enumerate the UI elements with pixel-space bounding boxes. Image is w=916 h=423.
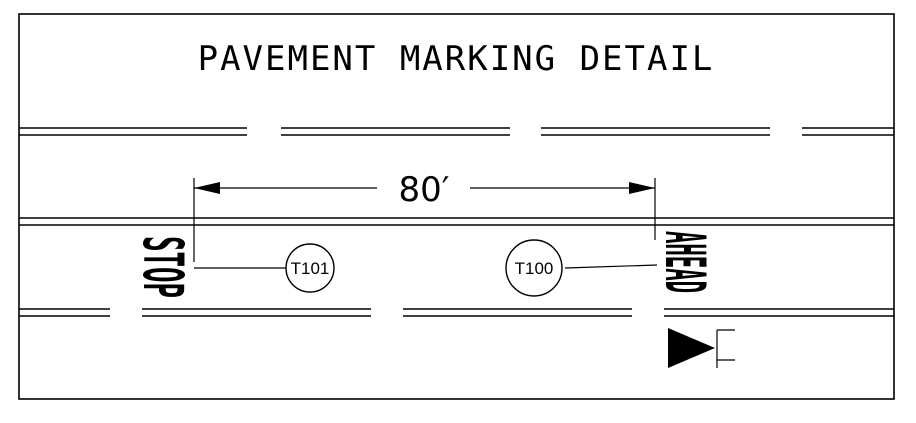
dimension-arrow-left-icon	[194, 182, 220, 194]
drawing-border	[18, 13, 895, 400]
tag-t100-label: T100	[515, 259, 554, 278]
dimension-arrow-right-icon	[629, 182, 655, 194]
ahead-legend: AHEAD	[653, 231, 717, 293]
stop-legend: STOP	[131, 236, 195, 298]
traffic-direction-arrow-icon	[668, 328, 735, 368]
leader-line-t100	[564, 264, 658, 269]
lower-lane-line-dashed	[19, 308, 894, 317]
drawing-title: PAVEMENT MARKING DETAIL	[198, 39, 715, 79]
tag-t100: T100	[505, 239, 563, 297]
tag-t101: T101	[285, 243, 335, 293]
dimension-line	[194, 182, 655, 194]
upper-lane-line-dashed	[19, 127, 894, 136]
tag-t101-label: T101	[291, 259, 330, 278]
dimension-label: 80′	[399, 170, 450, 210]
center-lane-line-solid	[19, 217, 894, 226]
